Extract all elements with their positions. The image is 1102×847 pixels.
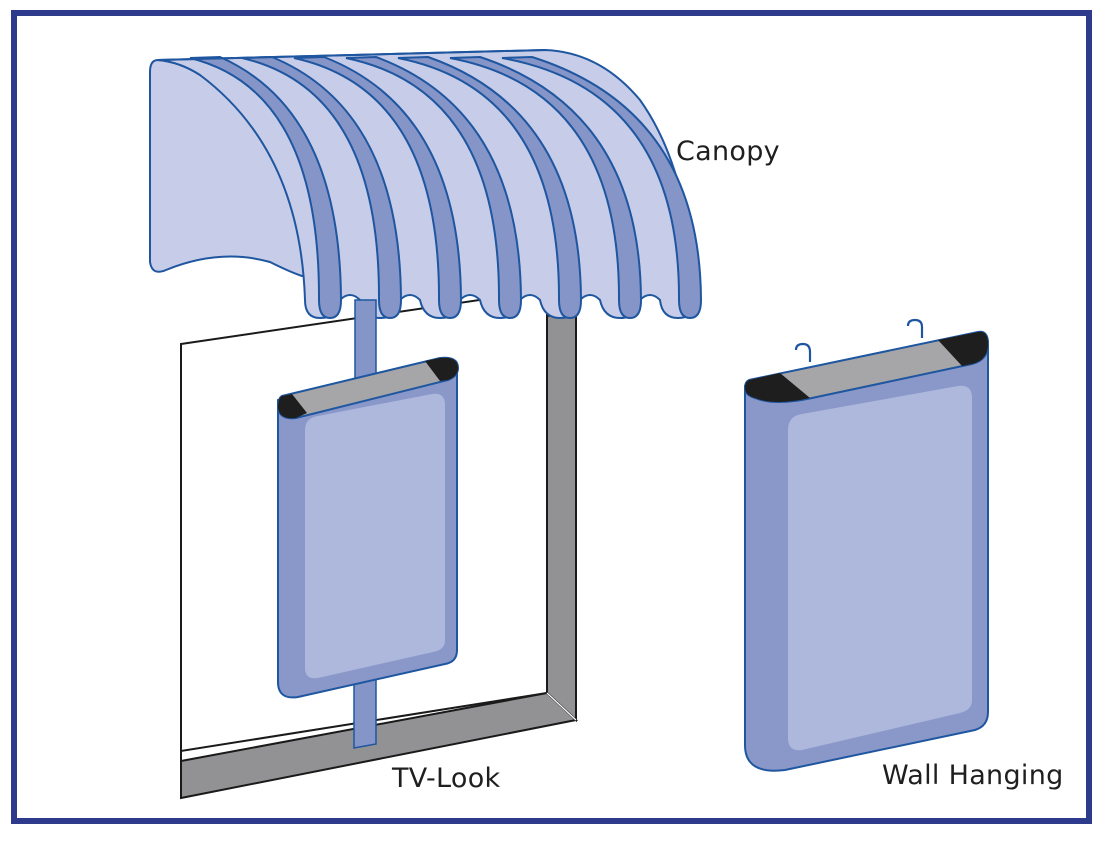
canopy-rib (189, 55, 343, 320)
tv-look-panel (276, 356, 460, 699)
wall-hanging-label: Wall Hanging (882, 760, 1064, 791)
wall-cap-left-black (745, 373, 810, 402)
tv-panel-face (305, 393, 445, 679)
canopy-rib (501, 55, 703, 320)
wall-cap-right-black (938, 331, 988, 366)
canopy-rib (241, 55, 403, 320)
tv-look-label: TV-Look (392, 763, 501, 794)
canopy-ribs (189, 55, 703, 320)
hook-icon (794, 342, 812, 362)
canopy-label: Canopy (676, 136, 780, 167)
tv-cap-right-black (425, 357, 458, 381)
canopy-awning (149, 48, 703, 320)
canopy-rib (449, 55, 643, 320)
tv-cap-left-black (278, 394, 307, 419)
canopy-rib (293, 55, 463, 320)
wall-hanging-panel (743, 318, 990, 772)
canopy-rib (345, 55, 523, 320)
canopy-rib (397, 55, 583, 320)
tv-lower-pole (353, 675, 377, 749)
hook-icon (906, 318, 924, 338)
frame-right-reveal (546, 310, 577, 723)
outer-border (11, 10, 1092, 824)
wall-panel-face (788, 385, 972, 751)
